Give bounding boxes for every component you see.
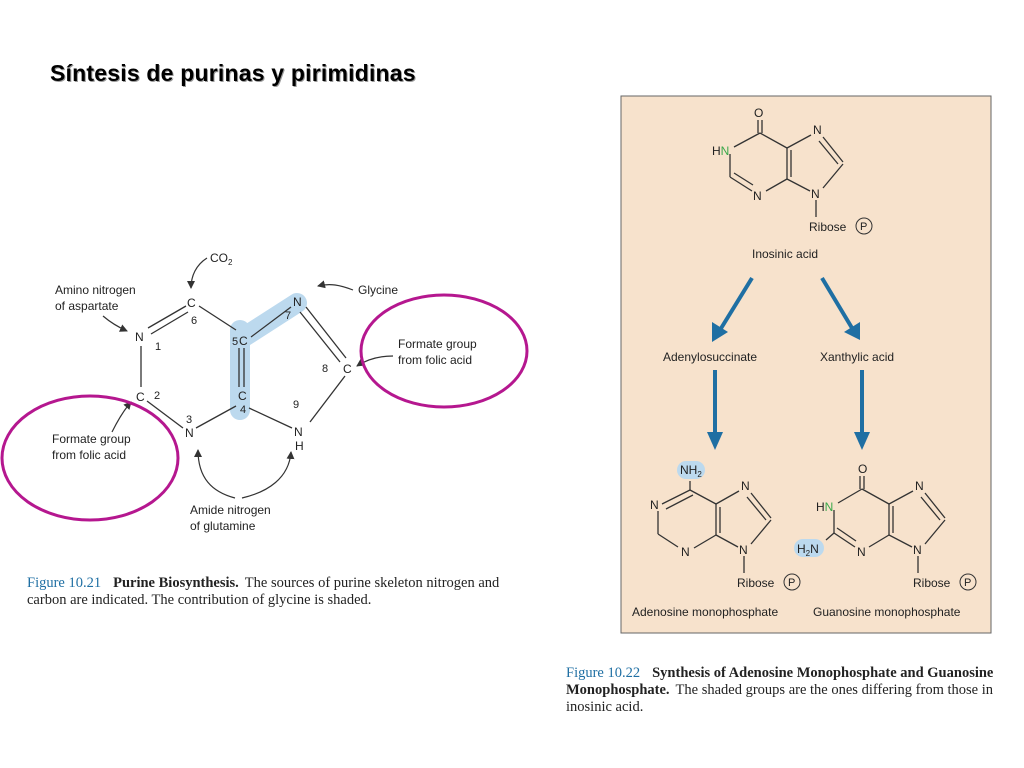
figure-10-22-panel: O HN N N N Ribose P Inosinic acid Adenyl… [620, 95, 992, 634]
atom-c8: C [343, 362, 352, 376]
amp-n3: N [681, 545, 690, 559]
atom-c2: C [136, 390, 145, 404]
glutamine-arrow-to-n9 [241, 451, 295, 499]
figure-10-21-title: Purine Biosynthesis. [113, 575, 239, 591]
adenylosuccinate-label: Adenylosuccinate [663, 350, 757, 364]
amp-n9: N [739, 543, 748, 557]
glutamine-label-line2: of glutamine [190, 519, 256, 533]
formate-left-circle [0, 394, 180, 522]
amp-phosphate: P [788, 577, 795, 589]
gmp-phosphate: P [964, 577, 971, 589]
gmp-structure: O HN H2N N N N Ribose P Guanosine monoph… [794, 462, 977, 619]
position-5: 5 [232, 336, 238, 348]
amp-structure: NH2 N N N N Ribose P Adenosine monophosp… [632, 461, 801, 619]
atom-n7: N [293, 295, 302, 309]
figure-10-21-text: The sources of purine skeleton nitrogen … [27, 575, 500, 608]
amp-n7: N [741, 479, 750, 493]
position-4: 4 [240, 404, 246, 416]
glutamine-label-line1: Amide nitrogen [190, 503, 271, 517]
inosinic-n9: N [811, 187, 820, 201]
formate-right-arrow [356, 355, 394, 367]
formate-left-arrow [111, 401, 132, 433]
formate-left-label-line2: from folic acid [52, 448, 126, 462]
amp-ribose: Ribose [737, 576, 775, 590]
atom-c5: C [239, 334, 248, 348]
figure-10-21-number: Figure 10.21 [27, 575, 102, 591]
aspartate-label-line1: Amino nitrogen [55, 283, 136, 297]
aspartate-label-line2: of aspartate [55, 299, 119, 313]
atom-n3: N [185, 426, 194, 440]
glycine-label: Glycine [358, 283, 398, 297]
inosinic-ribose: Ribose [809, 220, 847, 234]
figure-10-21-purine-biosynthesis: N C N C C C N C N H 1 2 3 4 5 6 7 8 9 CO… [0, 251, 529, 533]
figure-10-22-title: Synthesis of Adenosine Monophosphate and… [566, 665, 994, 698]
gmp-hn: HN [816, 500, 833, 514]
gmp-n7: N [915, 479, 924, 493]
gmp-o: O [858, 462, 867, 476]
amp-name: Adenosine monophosphate [632, 605, 778, 619]
atom-c6: C [187, 296, 196, 310]
formate-right-circle [359, 293, 529, 409]
co2-arrow [187, 257, 208, 289]
glycine-arrow [317, 280, 354, 291]
slide-title: Síntesis de purinas y pirimidinas [50, 60, 416, 86]
position-6: 6 [191, 315, 197, 327]
gmp-name: Guanosine monophosphate [813, 605, 961, 619]
figure-10-22-number: Figure 10.22 [566, 665, 641, 681]
position-8: 8 [322, 363, 328, 375]
figure-10-22-text: The shaded groups are the ones differing… [566, 682, 993, 715]
formate-left-label-line1: Formate group [52, 432, 131, 446]
atom-n1: N [135, 330, 144, 344]
gmp-n3: N [857, 545, 866, 559]
co2-label: CO2 [210, 251, 233, 267]
position-1: 1 [155, 341, 161, 353]
inosinic-n7: N [813, 123, 822, 137]
position-3: 3 [186, 414, 192, 426]
inosinic-acid-structure: O HN N N N Ribose P Inosinic acid [712, 106, 873, 261]
aspartate-arrow [102, 315, 128, 332]
inosinic-acid-name: Inosinic acid [752, 247, 818, 261]
arrow-to-adenylosuccinate [718, 276, 754, 332]
amp-n1: N [650, 498, 659, 512]
atom-c4: C [238, 389, 247, 403]
figure-10-21-caption: Figure 10.21 Purine Biosynthesis.The sour… [27, 575, 507, 609]
inosinic-phosphate: P [860, 221, 867, 233]
formate-right-label-line1: Formate group [398, 337, 477, 351]
arrow-to-xanthylic [820, 276, 854, 330]
atom-h9: H [295, 439, 304, 453]
gmp-h2n: H2N [797, 542, 819, 558]
position-2: 2 [154, 390, 160, 402]
glutamine-arrow-to-n3 [194, 449, 236, 499]
inosinic-hn: HN [712, 144, 729, 158]
position-7: 7 [285, 310, 291, 322]
amp-nh2: NH2 [680, 463, 702, 479]
formate-right-label-line2: from folic acid [398, 353, 472, 367]
inosinic-o: O [754, 106, 763, 120]
gmp-n9: N [913, 543, 922, 557]
position-9: 9 [293, 399, 299, 411]
xanthylic-acid-label: Xanthylic acid [820, 350, 894, 364]
atom-n9: N [294, 425, 303, 439]
gmp-ribose: Ribose [913, 576, 951, 590]
inosinic-n3: N [753, 189, 762, 203]
